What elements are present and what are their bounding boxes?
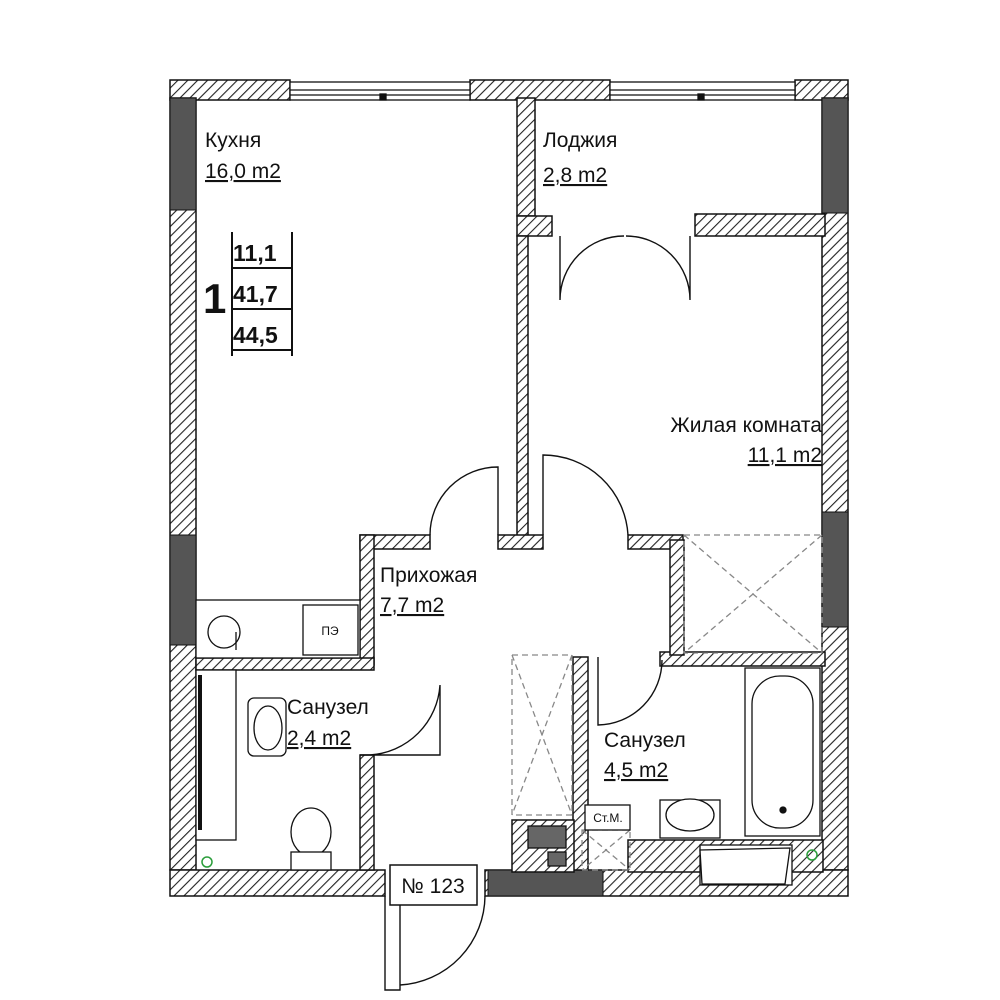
wall-bath-large-top <box>659 651 826 667</box>
washing-machine-label: Ст.М. <box>593 811 623 825</box>
apartment-number: № 123 <box>401 875 464 898</box>
bath-large-area: 4,5 m2 <box>604 759 668 782</box>
door-entrance <box>384 896 401 991</box>
wall-loggia-left <box>516 97 536 217</box>
door-living <box>542 454 629 536</box>
living-area: 11,1 m2 <box>748 444 822 467</box>
wall-top-middle <box>469 79 611 101</box>
bath-small-name: Санузел <box>287 696 369 719</box>
wall-kitchen-living <box>516 235 529 542</box>
shower-tray <box>195 669 237 841</box>
wall-bath-large-left <box>572 656 589 871</box>
kitchen-name: Кухня <box>205 129 261 152</box>
loggia-area: 2,8 m2 <box>543 164 607 187</box>
apartment-number-box <box>389 864 478 906</box>
windows <box>289 81 796 101</box>
wall-loggia-bottom <box>694 213 826 237</box>
vent-marker <box>201 856 213 868</box>
bath-large-name: Санузел <box>604 729 686 752</box>
wall-hall-left <box>359 534 375 666</box>
kitchen-area: 16,0 m2 <box>205 160 281 183</box>
wall-top-right <box>794 79 849 101</box>
wall-top-left <box>169 79 291 101</box>
door-loggia-right <box>625 235 691 301</box>
wardrobe-hall <box>683 534 823 654</box>
wardrobe-bath <box>511 654 573 816</box>
bath-large-fixtures <box>527 667 821 886</box>
door-bath-large <box>597 657 663 726</box>
total-area-value: 41,7 <box>233 281 278 307</box>
living-area-value: 11,1 <box>233 240 277 266</box>
vent-marker <box>806 849 818 861</box>
door-loggia-left <box>559 235 625 301</box>
rooms-count: 1 <box>203 275 226 322</box>
column <box>821 511 849 628</box>
room-labels: Кухня 16,0 m2 Лоджия 2,8 m2 Жилая комнат… <box>205 129 822 782</box>
hall-name: Прихожая <box>380 564 477 587</box>
toilet-icon <box>290 807 332 857</box>
total-with-loggia-value: 44,5 <box>233 322 278 348</box>
washing-machine <box>584 804 631 831</box>
column <box>169 97 197 211</box>
wall-right <box>821 97 849 871</box>
wall-bath-small-top <box>195 657 375 671</box>
wall-bottom-left <box>169 869 386 897</box>
column <box>821 97 849 214</box>
hall-area: 7,7 m2 <box>380 594 444 617</box>
bath-small-area: 2,4 m2 <box>287 727 351 750</box>
doors <box>360 235 691 991</box>
door-kitchen <box>429 466 499 536</box>
kitchen-fixtures <box>195 599 361 659</box>
loggia-name: Лоджия <box>543 129 617 152</box>
column <box>169 534 197 646</box>
electric-panel <box>302 604 359 656</box>
columns <box>169 97 849 897</box>
sink-icon <box>207 615 241 649</box>
wall-left <box>169 97 197 871</box>
door-entrance-swing <box>399 895 486 986</box>
summary-box: 1 11,1 41,7 44,5 <box>203 232 293 356</box>
bath-small-fixtures <box>195 669 332 871</box>
electric-panel-label: ПЭ <box>321 624 339 638</box>
column <box>487 869 604 897</box>
interior-walls <box>195 97 826 873</box>
door-bath-small <box>360 684 441 756</box>
living-name: Жилая комната <box>670 414 822 437</box>
